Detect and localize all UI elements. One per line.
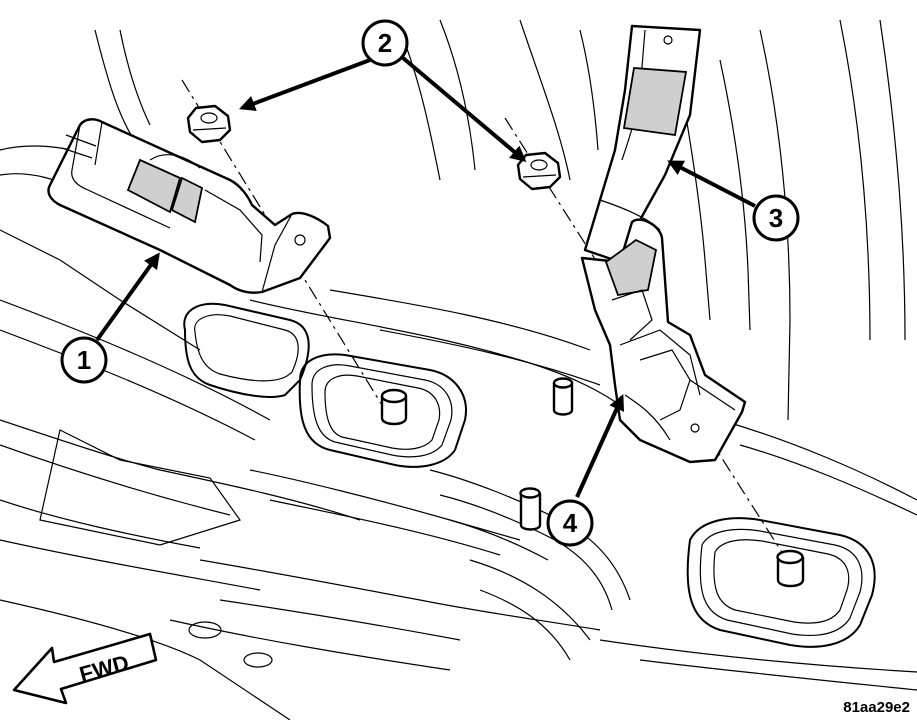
figure-id: 81aa29e2 <box>843 699 910 716</box>
locator-pin-upper <box>552 377 574 416</box>
nut-right <box>516 151 562 191</box>
leader-4 <box>575 394 625 498</box>
anchor-stud-right <box>776 549 805 588</box>
callout-1: 1 <box>60 336 108 384</box>
callout-4: 4 <box>546 499 594 547</box>
callout-4-label: 4 <box>563 508 578 538</box>
forward-direction-arrow: FWD <box>12 632 158 705</box>
leader-3 <box>667 160 756 208</box>
callout-2: 2 <box>361 19 409 67</box>
callout-3: 3 <box>752 194 800 242</box>
callout-3-label: 3 <box>769 203 783 233</box>
leader-arrows <box>95 56 756 498</box>
bolt-centerlines <box>181 79 791 566</box>
vehicle-floor-linework <box>0 19 917 720</box>
nut-left <box>186 104 232 144</box>
anchor-stud-left <box>380 388 408 426</box>
callout-1-label: 1 <box>77 345 91 375</box>
leader-2-left <box>239 58 371 111</box>
locator-pin-lower <box>519 487 542 531</box>
leader-1 <box>95 252 160 342</box>
seat-belt-buckle-left <box>47 118 332 294</box>
leader-2-right <box>401 56 527 163</box>
callout-2-label: 2 <box>378 28 392 58</box>
